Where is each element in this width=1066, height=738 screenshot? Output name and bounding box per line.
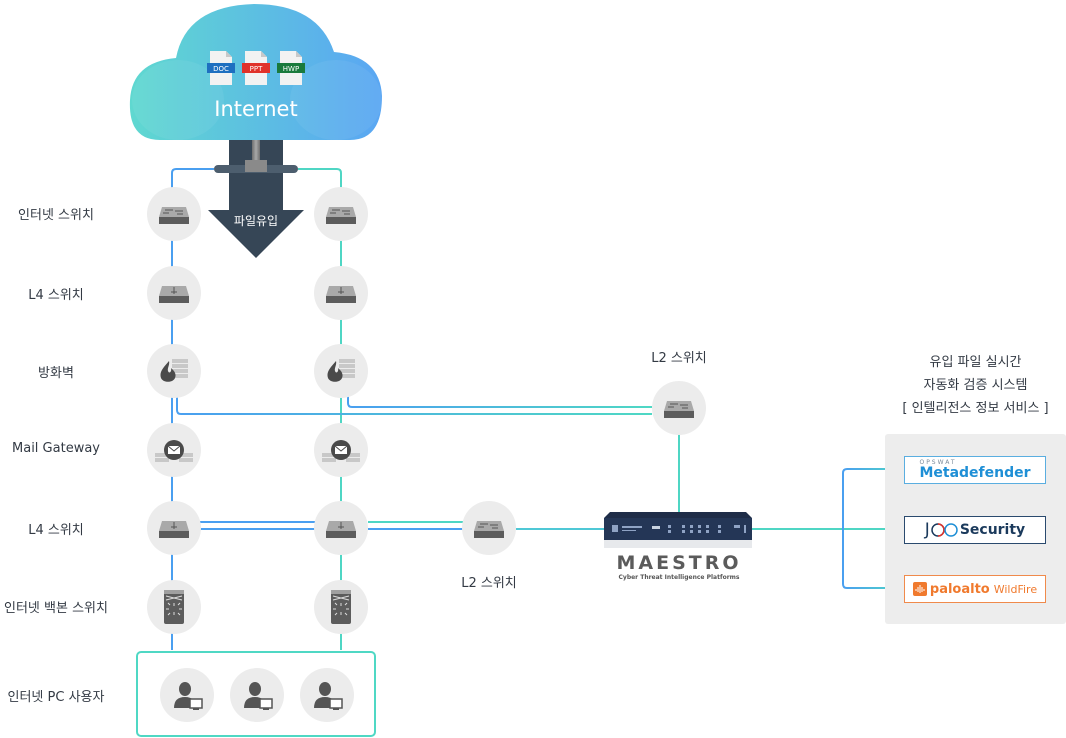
file-type-badge-hwp xyxy=(277,63,305,73)
firewall-icon xyxy=(327,359,355,382)
file-icon-hwp xyxy=(277,51,305,85)
file-icon-ppt xyxy=(242,51,270,85)
wildfire-name: WildFire xyxy=(993,582,1038,596)
metadefender-name: Metadefender xyxy=(919,465,1031,481)
l4-switch-icon xyxy=(326,521,356,538)
backbone-switch-icon xyxy=(164,590,184,624)
row-label-l4-switch-top: L4 스위치 xyxy=(28,288,84,303)
joe-logo-rings-icon xyxy=(931,523,958,537)
l2-switch-top[interactable] xyxy=(652,381,706,435)
paloalto-logo-icon xyxy=(912,582,927,596)
joe-security-name: Security xyxy=(959,522,1026,538)
row-label-internet-switch: 인터넷 스위치 xyxy=(18,208,94,223)
file-type-badge-ppt xyxy=(242,63,270,73)
row-label-backbone-switch: 인터넷 백본 스위치 xyxy=(4,601,108,616)
vendor-paloalto-wildfire[interactable]: paloalto WildFire xyxy=(904,575,1046,603)
backbone-switch-left[interactable] xyxy=(147,580,201,634)
pc-user-icon xyxy=(244,682,273,710)
pc-user-2[interactable] xyxy=(230,668,284,722)
backbone-switch-icon xyxy=(331,590,351,624)
file-inflow-arrow xyxy=(208,140,304,258)
joe-j: J xyxy=(924,520,930,540)
line-fw-left-to-l2 xyxy=(176,396,652,415)
file-icon-doc xyxy=(207,51,235,85)
l4-switch-bottom-right[interactable] xyxy=(314,501,368,555)
mail-gateway-icon xyxy=(155,440,193,462)
firewall-icon xyxy=(160,359,188,382)
l4-switch-top-left[interactable] xyxy=(147,266,201,320)
side-panel-title: 유입 파일 실시간 자동화 검증 시스템 [ 인텔리전스 정보 서비스 ] xyxy=(885,351,1066,420)
maestro-logo: MAESTRO xyxy=(616,552,741,574)
mail-gateway-left[interactable] xyxy=(147,423,201,477)
mail-gateway-right[interactable] xyxy=(314,423,368,477)
pc-user-icon xyxy=(314,682,343,710)
backbone-switch-right[interactable] xyxy=(314,580,368,634)
internet-switch-left[interactable] xyxy=(147,187,201,241)
file-type-label-doc: DOC xyxy=(213,65,229,73)
line-bracket-vendors xyxy=(842,468,904,589)
l4-switch-top-right[interactable] xyxy=(314,266,368,320)
side-panel-title-line-1: 유입 파일 실시간 xyxy=(929,355,1022,370)
maestro-subtitle: Cyber Threat Intelligence Platforms xyxy=(619,574,740,581)
l2-switch-top-label: L2 스위치 xyxy=(651,351,707,366)
firewall-left[interactable] xyxy=(147,344,201,398)
row-label-mail-gateway: Mail Gateway xyxy=(12,441,100,456)
pc-users-box xyxy=(136,651,376,737)
internet-switch-right[interactable] xyxy=(314,187,368,241)
line-fw-right-to-l2 xyxy=(347,396,652,408)
pc-user-1[interactable] xyxy=(160,668,214,722)
l2-switch-icon xyxy=(326,207,356,224)
l2-switch-icon xyxy=(474,521,504,538)
l4-switch-icon xyxy=(326,286,356,303)
l2-switch-icon xyxy=(159,207,189,224)
file-inflow-label: 파일유입 xyxy=(234,214,278,228)
mail-gateway-icon xyxy=(322,440,360,462)
vendor-metadefender[interactable]: OPSWAT Metadefender xyxy=(904,456,1046,484)
line-right-top xyxy=(298,168,342,650)
file-type-label-ppt: PPT xyxy=(250,65,263,73)
l4-switch-icon xyxy=(159,286,189,303)
file-type-label-hwp: HWP xyxy=(283,65,299,73)
paloalto-name: paloalto xyxy=(929,581,990,597)
l2-switch-bottom-label: L2 스위치 xyxy=(461,576,517,591)
side-panel-title-line-3: [ 인텔리전스 정보 서비스 ] xyxy=(902,401,1049,416)
cloud-title: Internet xyxy=(214,97,297,121)
row-label-pc-users: 인터넷 PC 사용자 xyxy=(7,690,105,705)
row-label-l4-switch-bottom: L4 스위치 xyxy=(28,523,84,538)
pc-user-3[interactable] xyxy=(300,668,354,722)
maestro-appliance xyxy=(604,512,752,548)
row-label-firewall: 방화벽 xyxy=(38,366,74,381)
vendor-joe-security[interactable]: J Security xyxy=(904,516,1046,544)
line-left-top xyxy=(171,168,214,650)
side-panel-title-line-2: 자동화 검증 시스템 xyxy=(923,378,1028,393)
l2-switch-bottom[interactable] xyxy=(462,501,516,555)
l2-switch-icon xyxy=(664,401,694,418)
file-type-badge-doc xyxy=(207,63,235,73)
connection-lines xyxy=(136,168,904,737)
opswat-brand: OPSWAT xyxy=(919,459,957,466)
l4-switch-bottom-left[interactable] xyxy=(147,501,201,555)
l4-switch-icon xyxy=(159,521,189,538)
pc-user-icon xyxy=(174,682,203,710)
firewall-right[interactable] xyxy=(314,344,368,398)
